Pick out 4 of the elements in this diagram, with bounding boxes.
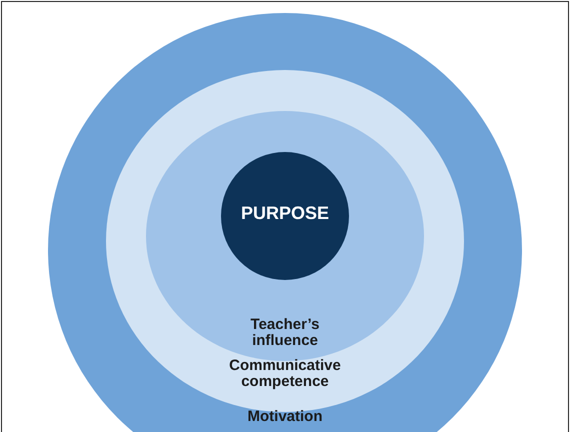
ring-label: PURPOSE — [240, 205, 330, 222]
ring-label: Communicative competence — [228, 358, 342, 390]
ring-label: Teacher’s influence — [250, 317, 320, 349]
ring-label: Motivation — [246, 409, 324, 425]
